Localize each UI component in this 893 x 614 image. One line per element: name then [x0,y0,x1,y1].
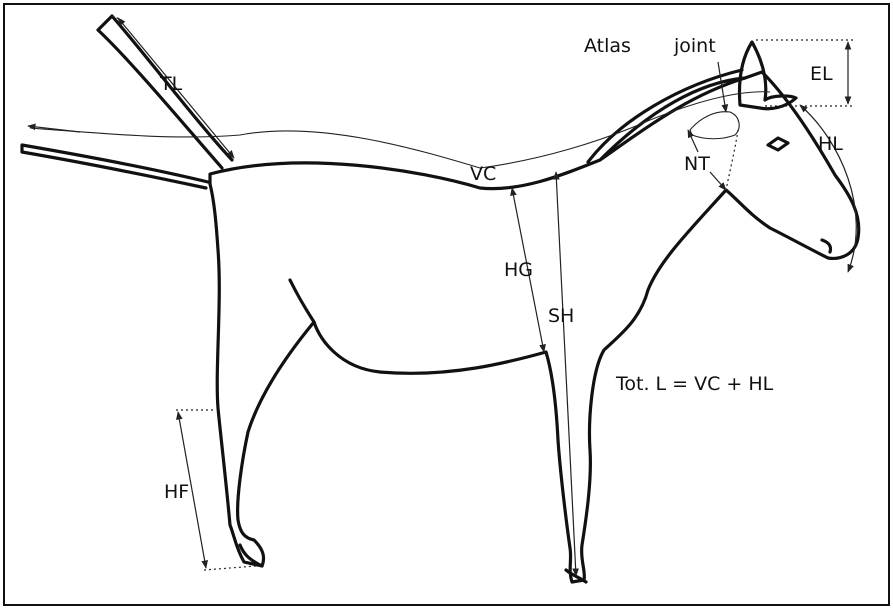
eye [768,138,788,150]
horse-body-outline [210,72,859,582]
label-hf: HF [164,481,189,503]
label-vc: VC [470,163,496,185]
label-tl: TL [159,73,183,95]
tail-horizontal [22,145,208,188]
atlas-joint-sketch [690,112,739,139]
neck-crest-line [600,78,745,160]
nt-arrow-down [710,172,726,190]
nt-arrow-up [688,130,698,152]
hind-leg-inner [290,280,314,322]
figure-frame [4,4,889,605]
label-el: EL [810,63,833,85]
muzzle [822,240,831,252]
label-hl: HL [818,133,843,155]
label-atlas: Atlas [584,35,631,57]
label-nt: NT [684,153,710,175]
label-joint: joint [673,35,716,57]
label-formula: Tot. L = VC + HL [615,373,774,395]
neck-vertebra-dotted [726,130,738,190]
label-sh: SH [548,305,574,327]
hf-bottom-dotted [204,566,256,570]
label-hg: HG [504,259,533,281]
